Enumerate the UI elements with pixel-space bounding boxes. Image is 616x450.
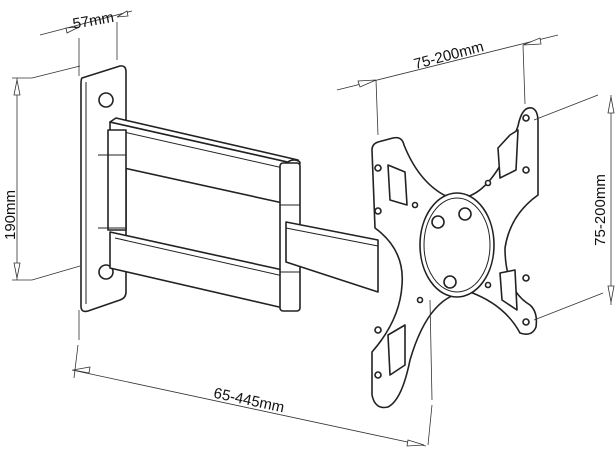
dimension-vesa-vertical: 75-200mm bbox=[533, 94, 615, 321]
wall-screw-hole-top bbox=[98, 92, 114, 108]
extension-arm bbox=[285, 221, 379, 293]
dimension-label-vesa-vertical: 75-200mm bbox=[592, 174, 609, 246]
vesa-plate bbox=[371, 107, 539, 409]
dimension-label-57mm: 57mm bbox=[71, 9, 115, 33]
vesa-slot bbox=[497, 129, 519, 179]
vesa-slot bbox=[387, 164, 408, 206]
center-disc bbox=[419, 192, 495, 298]
dimension-label-190mm: 190mm bbox=[2, 190, 19, 240]
vesa-slot bbox=[387, 324, 406, 376]
dimension-190mm: 190mm bbox=[2, 65, 81, 281]
upper-arm bbox=[109, 117, 301, 206]
dimension-57mm: 57mm bbox=[39, 9, 133, 76]
lower-arm bbox=[109, 231, 293, 311]
dimension-label-extension: 65-445mm bbox=[212, 385, 286, 417]
wall-pivot bbox=[98, 129, 127, 231]
vesa-slot bbox=[499, 269, 518, 311]
dimension-label-vesa-horizontal: 75-200mm bbox=[412, 38, 486, 73]
